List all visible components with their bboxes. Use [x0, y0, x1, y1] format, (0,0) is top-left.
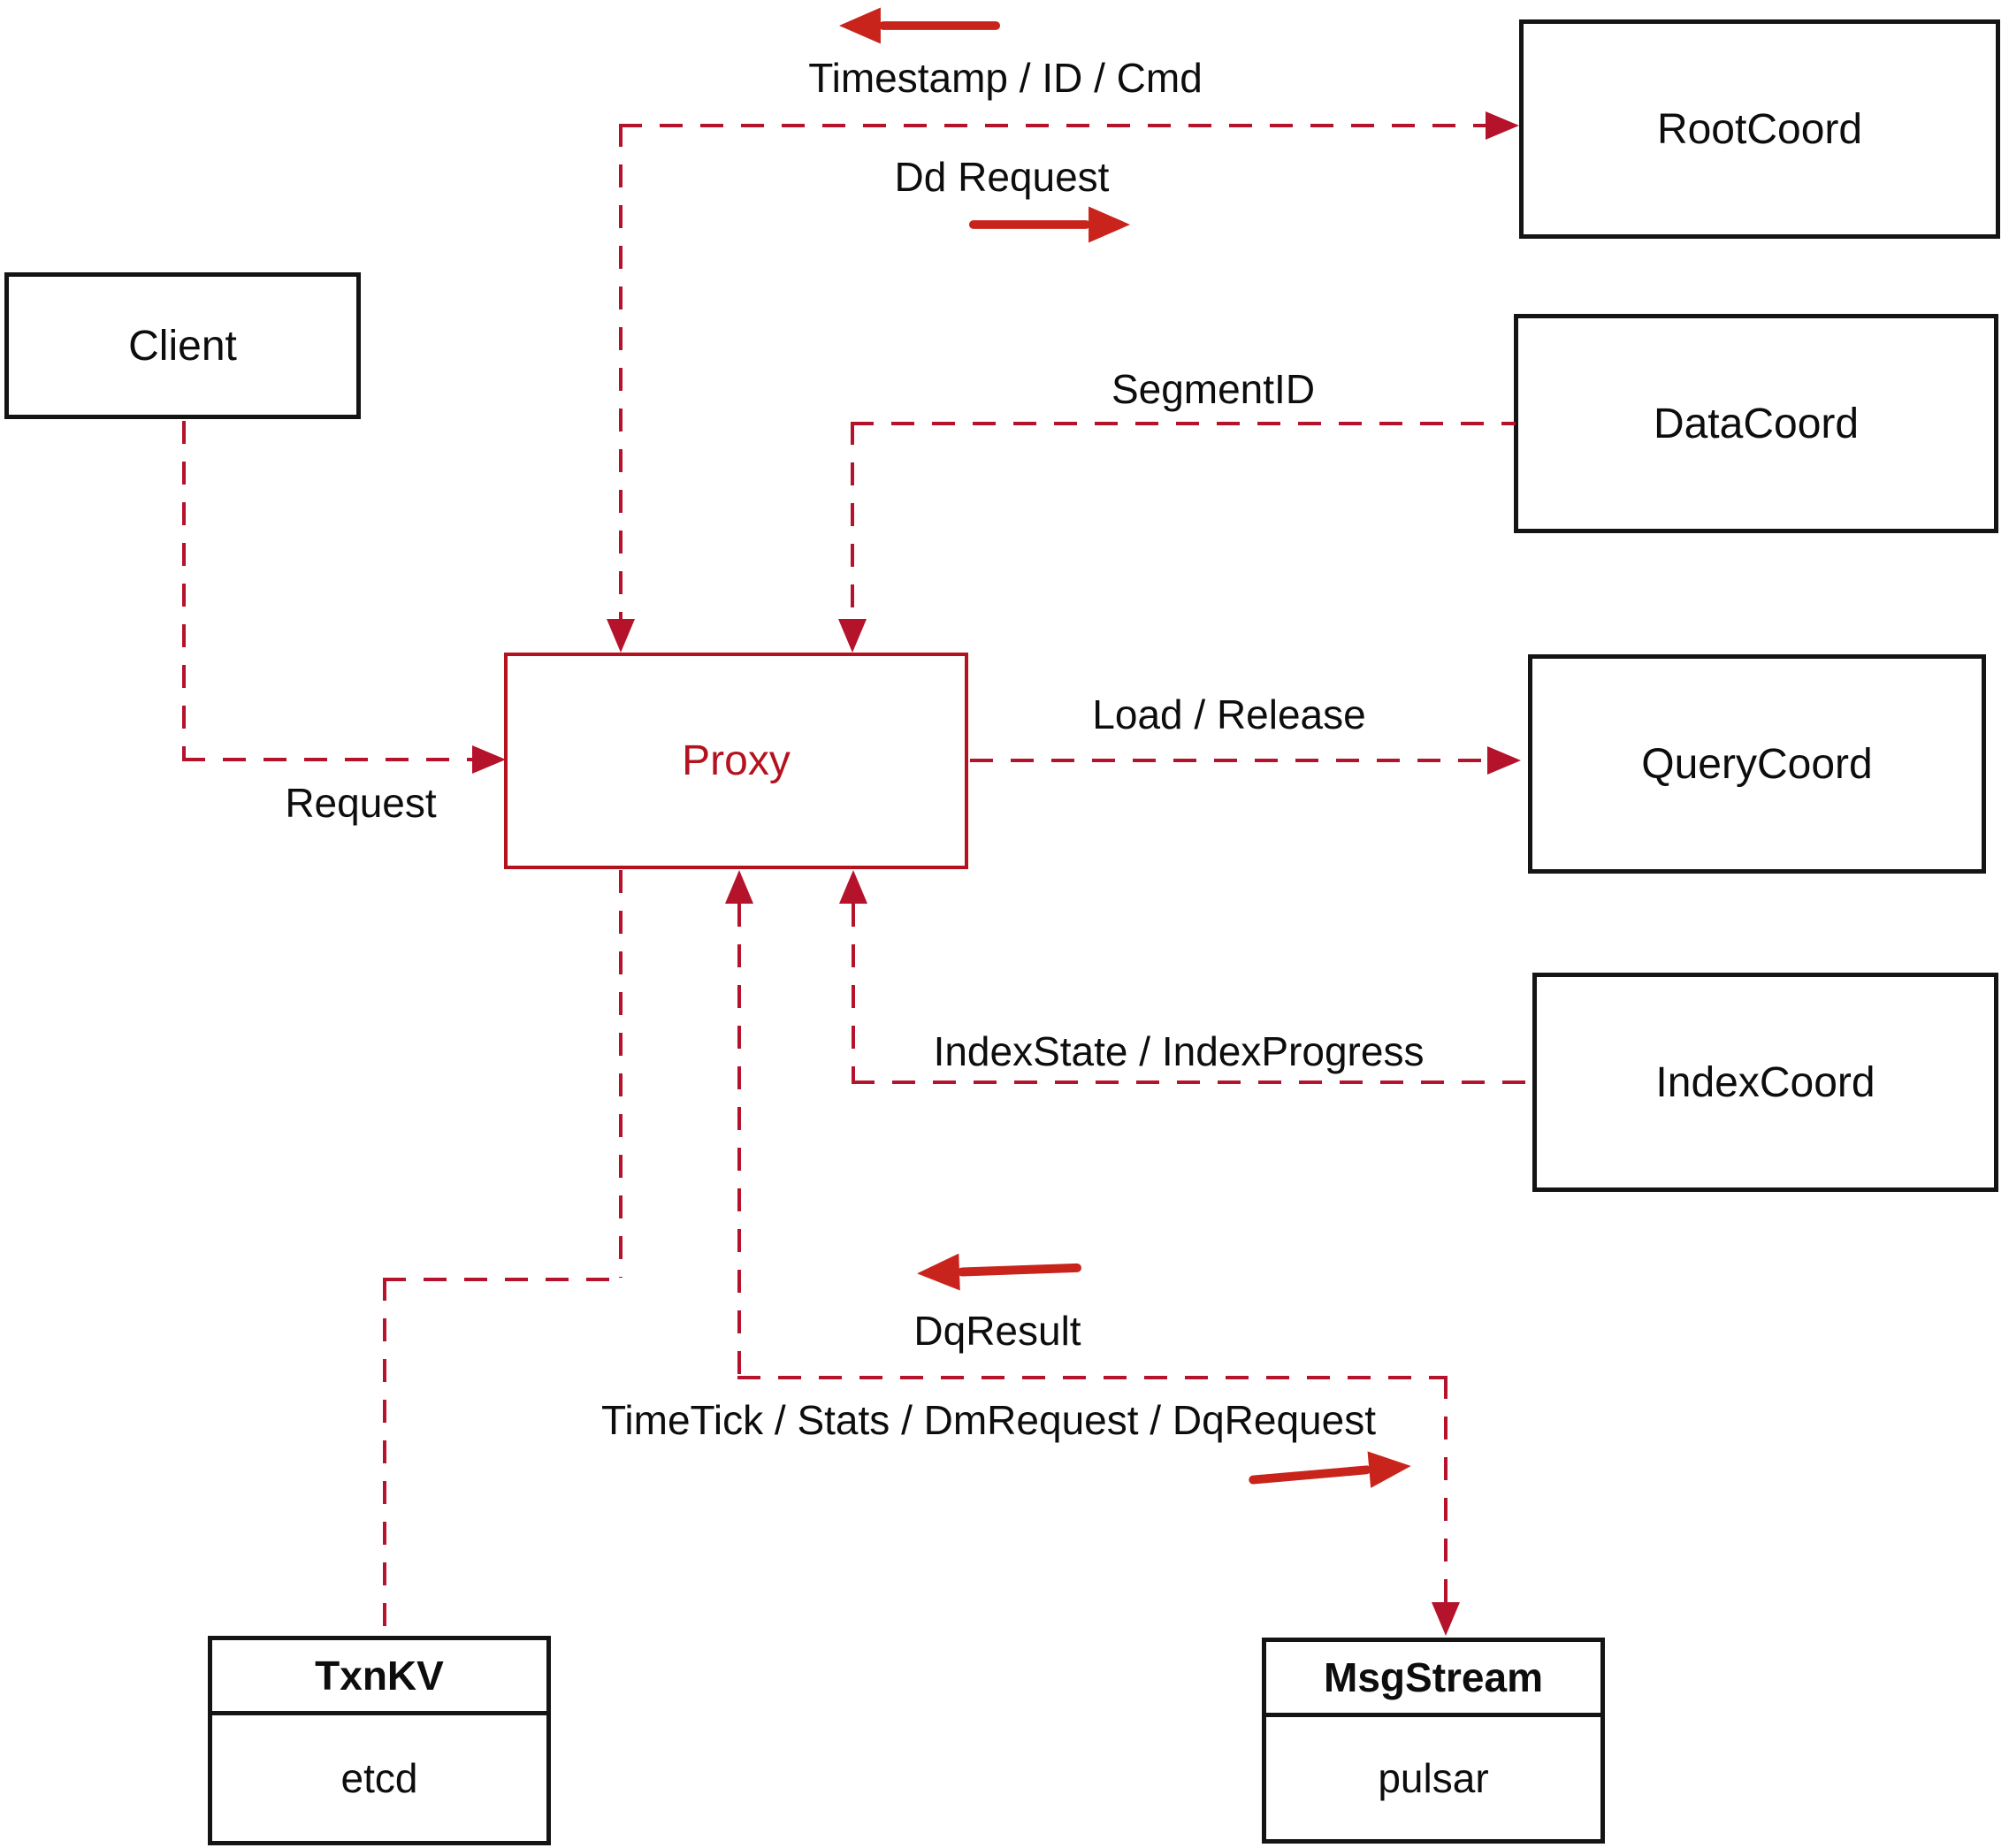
direction-arrow-right-icon	[967, 204, 1132, 245]
edge-label-timetick-stats: TimeTick / Stats / DmRequest / DqRequest	[601, 1397, 1376, 1443]
edge-msgstream-proxy-vertical	[737, 904, 741, 1378]
node-indexcoord-label: IndexCoord	[1655, 1058, 1875, 1106]
edge-label-segment-id: SegmentID	[1111, 366, 1316, 412]
node-msgstream: MsgStream pulsar	[1262, 1638, 1605, 1844]
node-proxy: Proxy	[504, 653, 968, 869]
edge-label-indexstate-indexprogress: IndexState / IndexProgress	[933, 1028, 1425, 1074]
arrowhead-into-proxy-left	[472, 745, 506, 774]
edge-label-timestamp-id-cmd: Timestamp / ID / Cmd	[808, 55, 1203, 101]
node-client: Client	[4, 272, 361, 419]
node-datacoord: DataCoord	[1514, 314, 1998, 533]
arrowhead-into-msgstream	[1432, 1602, 1460, 1636]
edge-indexcoord-proxy-horizontal	[852, 1081, 1534, 1084]
arrowhead-into-proxy-bottom-right	[839, 870, 867, 904]
edge-rootcoord-proxy-vertical	[619, 124, 623, 621]
arrowhead-into-rootcoord	[1486, 111, 1519, 140]
arrowhead-into-proxy-top-left	[607, 619, 635, 653]
edge-label-dq-result: DqResult	[913, 1308, 1081, 1354]
node-indexcoord: IndexCoord	[1532, 973, 1998, 1192]
node-querycoord-label: QueryCoord	[1641, 740, 1873, 788]
direction-arrow-right-icon	[1245, 1446, 1414, 1501]
node-proxy-label: Proxy	[682, 737, 791, 784]
edge-label-load-release: Load / Release	[1092, 691, 1366, 737]
edge-label-dd-request: Dd Request	[894, 154, 1110, 200]
arrowhead-into-proxy-bottom-left	[725, 870, 753, 904]
node-datacoord-label: DataCoord	[1653, 400, 1860, 447]
edge-msgstream-down-vertical	[1444, 1376, 1448, 1604]
edge-datacoord-proxy-horizontal	[851, 422, 1516, 425]
edge-client-proxy-horizontal	[182, 758, 474, 761]
edge-label-request: Request	[285, 780, 437, 826]
node-querycoord: QueryCoord	[1528, 654, 1986, 874]
node-txnkv-title: TxnKV	[212, 1640, 546, 1715]
edge-txnkv-proxy-vertical-upper	[619, 870, 623, 1278]
node-txnkv-impl: etcd	[340, 1755, 418, 1801]
edge-txnkv-proxy-vertical-lower	[383, 1278, 386, 1636]
node-rootcoord: RootCoord	[1519, 19, 2000, 239]
node-msgstream-impl: pulsar	[1378, 1755, 1489, 1801]
node-rootcoord-label: RootCoord	[1656, 105, 1863, 153]
direction-arrow-left-icon	[914, 1247, 1084, 1295]
edge-proxy-querycoord	[970, 759, 1487, 762]
edge-txnkv-proxy-horizontal	[383, 1278, 619, 1281]
node-client-label: Client	[128, 322, 237, 370]
direction-arrow-left-icon	[837, 5, 1002, 46]
node-msgstream-title: MsgStream	[1266, 1642, 1600, 1717]
edge-indexcoord-proxy-vertical	[852, 904, 855, 1084]
node-txnkv: TxnKV etcd	[208, 1636, 551, 1845]
arrowhead-into-querycoord	[1487, 746, 1521, 775]
edge-msgstream-proxy-horizontal	[737, 1376, 1446, 1379]
edge-rootcoord-proxy-horizontal	[619, 124, 1486, 127]
arrowhead-into-proxy-top-right	[838, 619, 867, 653]
edge-client-proxy-vertical	[182, 421, 186, 760]
edge-datacoord-proxy-vertical	[851, 422, 854, 621]
